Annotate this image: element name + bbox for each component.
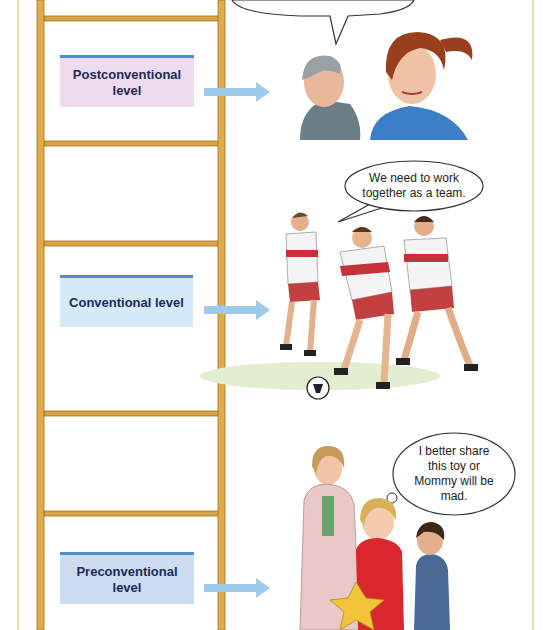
ladder	[44, 141, 220, 146]
adult-conversation	[370, 106, 468, 140]
ladder	[37, 0, 225, 630]
adult-conversation	[440, 38, 472, 61]
soccer-players	[280, 344, 292, 350]
soccer-players	[352, 227, 372, 232]
soccer-players	[313, 384, 323, 393]
page-frame	[17, 0, 19, 630]
pointer-arrow	[204, 82, 270, 102]
mother-and-children	[414, 554, 450, 630]
soccer-players	[404, 308, 470, 366]
soccer-players	[286, 250, 318, 257]
ladder	[44, 511, 220, 516]
mother-and-children	[330, 582, 384, 630]
soccer-players	[340, 262, 390, 276]
soccer-players	[414, 216, 434, 222]
soccer-players	[291, 213, 309, 231]
adult-conversation	[386, 32, 446, 80]
speech-bubble: We need to work together as a team.	[344, 160, 484, 212]
ladder	[44, 411, 220, 416]
soccer-players	[286, 232, 318, 284]
adult-conversation	[402, 92, 422, 94]
soccer-players	[307, 377, 329, 399]
speech-bubble: I better share this toy or Mommy will be…	[392, 432, 516, 516]
mother-and-children	[360, 498, 396, 526]
adult-conversation	[300, 100, 360, 140]
soccer-players	[352, 228, 372, 248]
soccer-players	[404, 238, 452, 290]
bubble-ellipse	[345, 161, 483, 211]
adult-conversation	[302, 56, 341, 81]
mother-and-children	[322, 496, 334, 536]
soccer-players	[340, 246, 392, 300]
soccer-players	[344, 314, 388, 384]
pointer-arrow	[204, 300, 270, 320]
pointer-arrow	[204, 82, 270, 598]
soccer-players	[404, 254, 448, 262]
soccer-players	[200, 212, 478, 399]
soccer-players	[414, 216, 434, 236]
level-label: Preconventional level	[68, 564, 186, 595]
soccer-players	[396, 358, 410, 365]
bubble-ellipse	[393, 433, 515, 515]
page-frame	[532, 0, 534, 630]
pointer-arrow	[204, 578, 270, 598]
level-box: Postconventional level	[60, 55, 194, 107]
soccer-players	[334, 368, 348, 375]
ladder	[44, 16, 220, 21]
soccer-players	[288, 282, 320, 302]
level-box: Conventional level	[60, 275, 193, 327]
speech-text: We need to work together as a team.	[358, 171, 470, 201]
ladder	[44, 241, 220, 246]
soccer-players	[292, 212, 308, 218]
ladder	[37, 0, 44, 630]
adult-conversation	[300, 32, 472, 140]
soccer-players	[464, 364, 478, 371]
speech-text: I better share this toy or Mommy will be…	[408, 444, 500, 504]
top-speech-bubble	[232, 0, 414, 44]
soccer-players	[304, 350, 316, 356]
level-label: Postconventional level	[68, 67, 186, 98]
mother-and-children	[312, 446, 344, 474]
top-speech-bubble	[232, 0, 414, 44]
mother-and-children	[416, 522, 444, 540]
soccer-players	[376, 382, 390, 389]
soccer-players	[410, 286, 454, 312]
level-label: Conventional level	[69, 295, 184, 311]
level-box: Preconventional level	[60, 552, 194, 604]
page-frame	[17, 0, 534, 630]
